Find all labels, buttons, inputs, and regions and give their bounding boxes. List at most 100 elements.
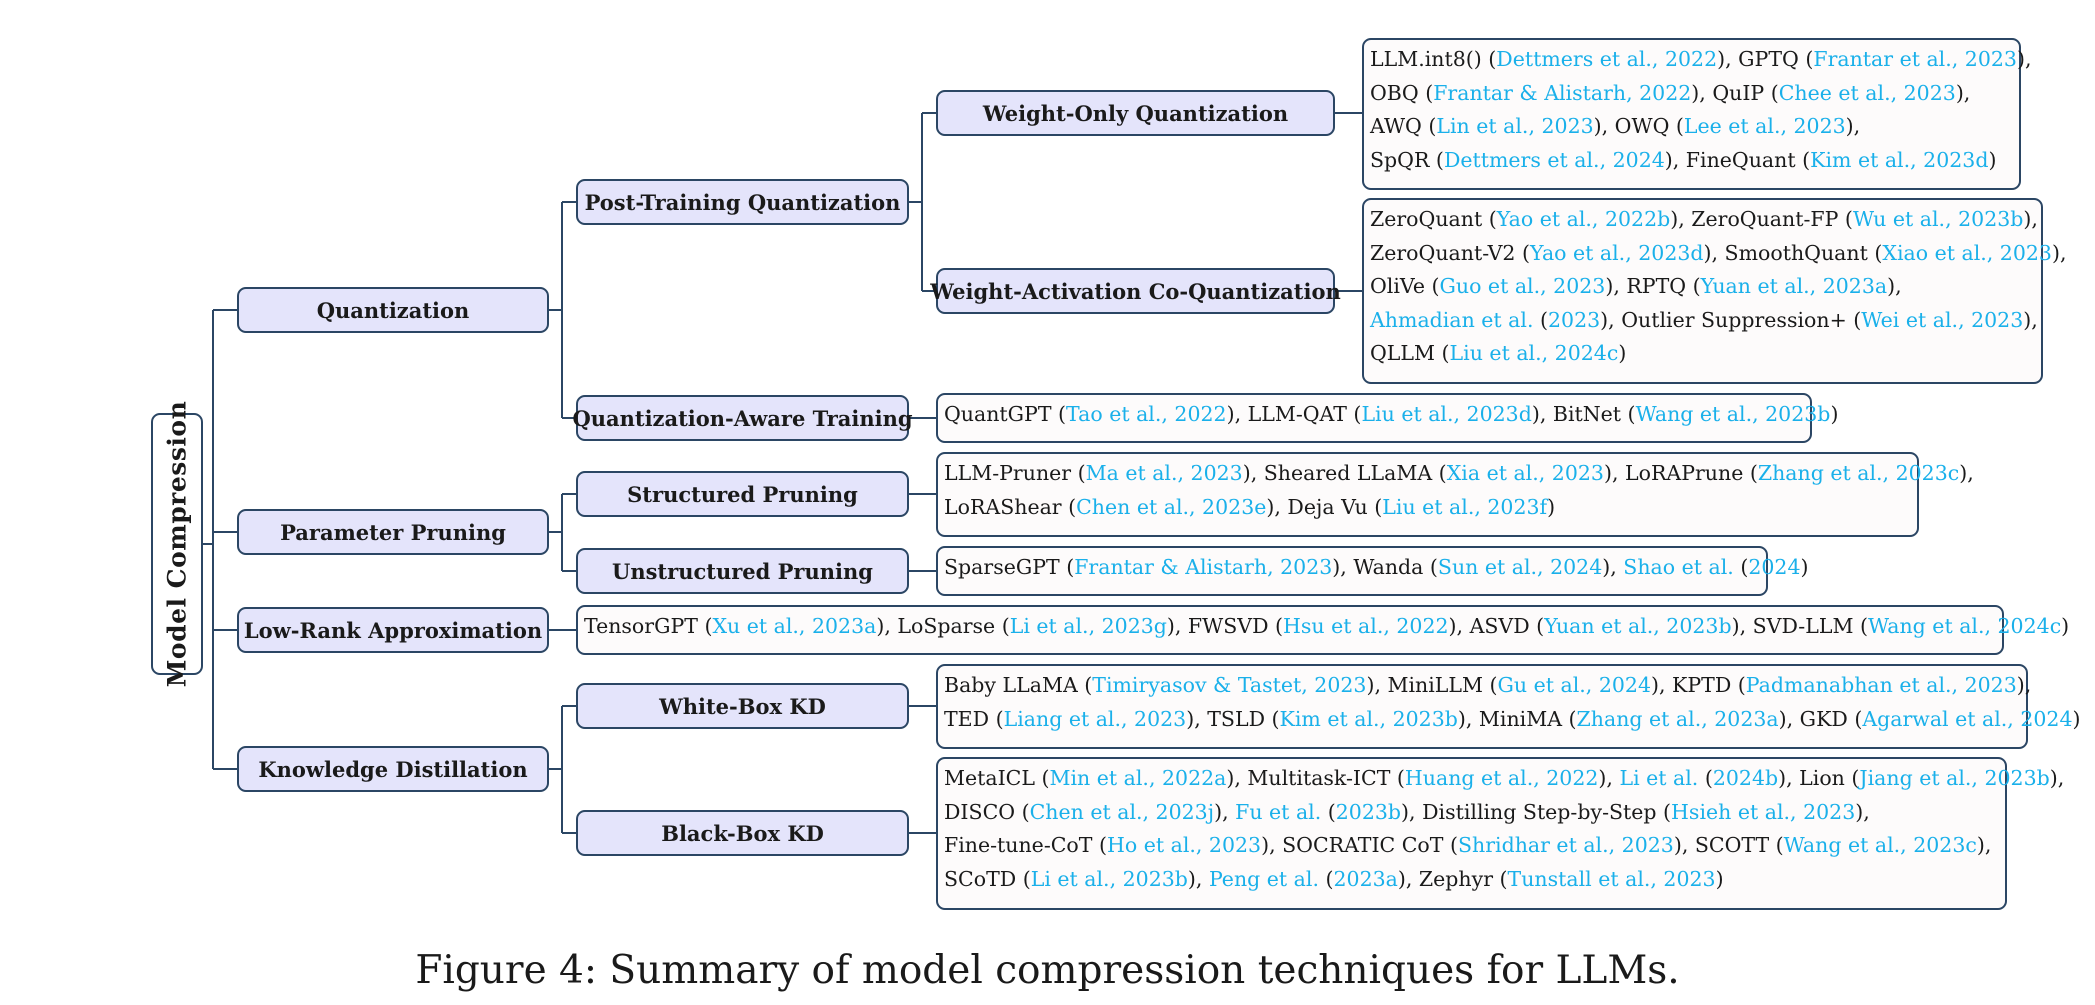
citation-link[interactable]: Dettmers et al., 2022 (1496, 47, 1718, 71)
citation-link[interactable]: Zhang et al., 2023c (1757, 461, 1960, 485)
category-parameter-pruning: Parameter Pruning (237, 509, 549, 555)
citation-link[interactable]: Chen et al., 2023j (1029, 799, 1215, 824)
citation-link[interactable]: Li et al., 2023b (1030, 866, 1188, 891)
method-text: ), Sheared LLaMA ( (1242, 461, 1447, 485)
citation-link[interactable]: Sun et al., 2024 (1437, 555, 1603, 579)
method-text: ) (1547, 494, 1556, 519)
citation-link[interactable]: Li et al. (1619, 766, 1699, 790)
method-line: ZeroQuant-V2 (Yao et al., 2023d), Smooth… (1370, 237, 2067, 271)
method-text: ), Outlier Suppression+ ( (1600, 307, 1862, 332)
citation-link[interactable]: Timiryasov & Tastet, 2023 (1092, 673, 1367, 697)
citation-link[interactable]: Liang et al., 2023 (1003, 706, 1187, 731)
citation-link[interactable]: Shridhar et al., 2023 (1457, 833, 1674, 857)
citation-link[interactable]: 2023a (1333, 866, 1398, 891)
citation-link[interactable]: Jiang et al., 2023b (1859, 766, 2050, 790)
subcategory-weight-only-quantization: Weight-Only Quantization (936, 90, 1335, 136)
method-line: LoRAShear (Chen et al., 2023e), Deja Vu … (944, 491, 1911, 525)
method-line: ZeroQuant (Yao et al., 2022b), ZeroQuant… (1370, 203, 2038, 237)
citation-link[interactable]: Wang et al., 2024c (1867, 614, 2062, 638)
citation-link[interactable]: Frantar et al., 2023 (1813, 47, 2017, 71)
citation-link[interactable]: 2024 (1748, 555, 1801, 579)
method-line: Ahmadian et al. (2023), Outlier Suppress… (1370, 304, 2038, 338)
figure-caption: Figure 4: Summary of model compression t… (415, 948, 1680, 993)
root-label: Model Compression (162, 400, 192, 688)
citation-link[interactable]: Fu et al. (1235, 799, 1322, 824)
method-text: ), (1187, 866, 1209, 891)
method-text: ), SOCRATIC CoT ( (1261, 833, 1458, 857)
citation-link[interactable]: Liu et al., 2024c (1449, 341, 1619, 365)
method-text: ), (2051, 240, 2067, 265)
leaf-unstructured-pruning-methods: SparseGPT (Frantar & Alistarh, 2023), Wa… (936, 546, 1809, 596)
method-text: AWQ ( (1370, 114, 1437, 138)
citation-link[interactable]: Liu et al., 2023f (1382, 494, 1548, 519)
citation-link[interactable]: 2024b (1712, 766, 1779, 790)
method-text: ) (2072, 706, 2081, 731)
citation-link[interactable]: Xu et al., 2023a (712, 614, 877, 638)
citation-link[interactable]: Peng et al. (1208, 866, 1319, 891)
citation-link[interactable]: Agarwal et al., 2024 (1862, 706, 2073, 731)
citation-link[interactable]: Kim et al., 2023b (1279, 706, 1458, 731)
method-text: ), TSLD ( (1186, 706, 1280, 731)
method-text: ), (1955, 80, 1971, 105)
method-text: ), LoSparse ( (876, 614, 1010, 638)
citation-link[interactable]: Gu et al., 2024 (1497, 673, 1652, 697)
citation-link[interactable]: Li et al., 2023g (1009, 614, 1167, 638)
citation-link[interactable]: Xia et al., 2023 (1446, 461, 1604, 485)
citation-link[interactable]: Ahmadian et al. (1370, 307, 1534, 332)
citation-link[interactable]: Tao et al., 2022 (1066, 402, 1227, 426)
citation-link[interactable]: Padmanabhan et al., 2023 (1745, 673, 2017, 697)
citation-link[interactable]: 2023b (1335, 799, 1402, 824)
method-text: MetaICL ( (944, 766, 1050, 790)
subcategory-structured-pruning: Structured Pruning (576, 471, 909, 517)
citation-link[interactable]: Chen et al., 2023e (1076, 494, 1267, 519)
method-text: ) (1830, 402, 1839, 426)
citation-link[interactable]: Ho et al., 2023 (1106, 833, 1262, 857)
method-text: ), Distilling Step-by-Step ( (1401, 799, 1672, 824)
method-line: DISCO (Chen et al., 2023j), Fu et al. (2… (944, 796, 1999, 830)
citation-link[interactable]: Guo et al., 2023 (1439, 274, 1606, 298)
citation-link[interactable]: Dettmers et al., 2024 (1443, 147, 1665, 172)
citation-link[interactable]: Min et al., 2022a (1049, 766, 1227, 790)
method-text: ), (2016, 47, 2032, 71)
citation-link[interactable]: Xiao et al., 2023 (1882, 240, 2052, 265)
citation-link[interactable]: Yuan et al., 2023b (1544, 614, 1732, 638)
citation-link[interactable]: Frantar & Alistarh, 2022 (1433, 80, 1692, 105)
method-text: SCoTD ( (944, 866, 1031, 891)
subcategory-weight-activation-co-quantization: Weight-Activation Co-Quantization (930, 268, 1341, 314)
citation-link[interactable]: Zhang et al., 2023a (1576, 706, 1779, 731)
method-text: ), KPTD ( (1651, 673, 1746, 697)
method-text: OBQ ( (1370, 80, 1434, 105)
leaf-black-box-kd-methods: MetaICL (Min et al., 2022a), Multitask-I… (936, 757, 2064, 910)
method-text: ZeroQuant ( (1370, 207, 1497, 231)
citation-link[interactable]: 2023 (1548, 307, 1601, 332)
citation-link[interactable]: Hsieh et al., 2023 (1671, 799, 1856, 824)
method-text: ), FWSVD ( (1166, 614, 1284, 638)
method-text: SpQR ( (1370, 147, 1444, 172)
method-text: Fine-tune-CoT ( (944, 833, 1107, 857)
citation-link[interactable]: Shao et al. (1623, 555, 1734, 579)
method-text: ), (2016, 673, 2032, 697)
citation-link[interactable]: Lin et al., 2023 (1436, 114, 1594, 138)
citation-link[interactable]: Tunstall et al., 2023 (1507, 866, 1716, 891)
citation-link[interactable]: Wu et al., 2023b (1852, 207, 2024, 231)
citation-link[interactable]: Yao et al., 2023d (1530, 240, 1704, 265)
citation-link[interactable]: Wei et al., 2023 (1861, 307, 2024, 332)
citation-link[interactable]: Wang et al., 2023b (1635, 402, 1831, 426)
method-text: ), OWQ ( (1593, 114, 1684, 138)
citation-link[interactable]: Yuan et al., 2023a (1700, 274, 1888, 298)
citation-link[interactable]: Hsu et al., 2022 (1283, 614, 1449, 638)
leaf-qat-methods: QuantGPT (Tao et al., 2022), LLM-QAT (Li… (936, 393, 1838, 443)
method-line: QuantGPT (Tao et al., 2022), LLM-QAT (Li… (944, 398, 1838, 432)
citation-link[interactable]: Wang et al., 2023c (1783, 833, 1977, 857)
method-text: ), GKD ( (1778, 706, 1863, 731)
citation-link[interactable]: Huang et al., 2022 (1404, 766, 1599, 790)
citation-link[interactable]: Liu et al., 2023d (1361, 402, 1532, 426)
citation-link[interactable]: Lee et al., 2023 (1683, 114, 1846, 138)
citation-link[interactable]: Chee et al., 2023 (1778, 80, 1956, 105)
citation-link[interactable]: Ma et al., 2023 (1085, 461, 1243, 485)
method-text: ), Multitask-ICT ( (1226, 766, 1405, 790)
citation-link[interactable]: Kim et al., 2023d (1810, 147, 1989, 172)
citation-link[interactable]: Yao et al., 2022b (1496, 207, 1671, 231)
citation-link[interactable]: Frantar & Alistarh, 2023 (1074, 555, 1333, 579)
subcategory-post-training-quantization: Post-Training Quantization (576, 179, 909, 225)
